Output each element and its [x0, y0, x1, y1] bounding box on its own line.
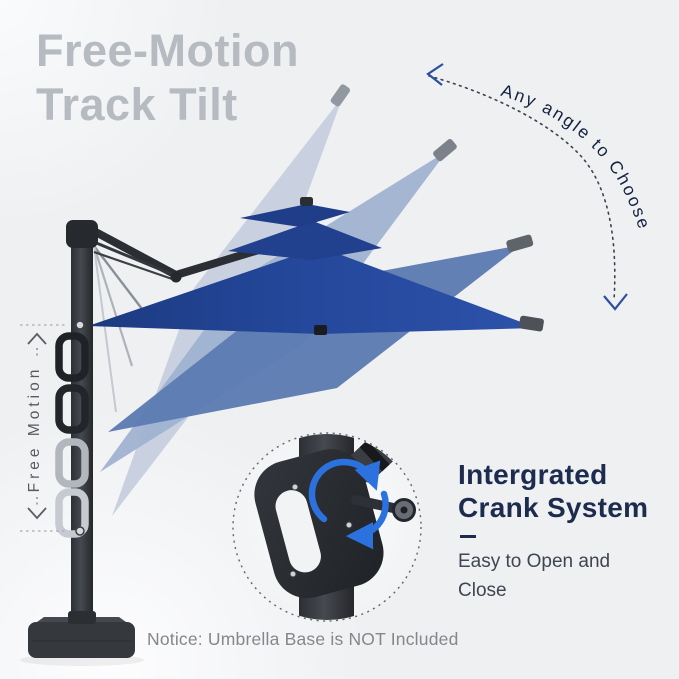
crank-heading-line1: Intergrated: [458, 459, 608, 490]
free-motion-label: Free Motion: [26, 366, 43, 493]
crank-feature-block: Intergrated Crank System Easy to Open an…: [458, 458, 668, 605]
arc-label-text: Any angle to Choose: [499, 80, 655, 233]
crank-bracket: [254, 449, 384, 599]
rotation-arrows: [308, 458, 389, 550]
base-pole-socket: [68, 611, 96, 624]
canopy-center-tab: [314, 325, 327, 335]
canopy-tier-1: [240, 204, 350, 227]
crank-heading-line2: Crank System: [458, 492, 649, 523]
free-motion-arrow: [20, 324, 68, 532]
pole-top-cap: [66, 220, 98, 248]
arc-chevron-start-icon: [426, 63, 444, 86]
ghost-strut-2: [92, 245, 134, 367]
chevron-up-icon: [27, 332, 47, 345]
crank-rivet-4: [289, 570, 297, 578]
ghost-canopy-cap-low: [506, 234, 534, 252]
crank-housing-band: [359, 440, 390, 472]
umbrella-base: [28, 622, 135, 658]
arm-strut-upper: [93, 240, 177, 278]
canopy-tier-2: [228, 221, 382, 260]
arm-elbow-joint: [170, 271, 182, 283]
crank-knob-center: [400, 506, 408, 514]
crank-inset-circle: [232, 432, 422, 622]
inset-dashed-border: [232, 432, 422, 622]
ghost-strut-3: [93, 245, 117, 413]
pole-pivot-top: [75, 320, 85, 330]
page-title: Free-Motion Track Tilt: [36, 24, 299, 132]
crank-rivet-3: [291, 483, 299, 491]
crank-feature-description: Easy to Open and Close: [458, 551, 611, 601]
crank-bracket-slot: [275, 490, 321, 573]
main-canopy-cap: [519, 315, 544, 332]
crank-handle: [351, 495, 403, 514]
divider: [460, 535, 476, 538]
page-title-line2: Track Tilt: [36, 79, 238, 130]
crank-feature-heading: Intergrated Crank System: [458, 458, 668, 524]
pole-handle-2: [55, 384, 89, 434]
arm-strut-lower: [93, 250, 179, 283]
ghost-canopy-cap-steep: [330, 84, 351, 107]
notice-text: Notice: Umbrella Base is NOT Included: [147, 629, 459, 649]
main-canopy: [88, 247, 537, 334]
page-title-line1: Free-Motion: [36, 25, 299, 76]
ghost-canopy-cap-mid: [433, 139, 457, 162]
crank-rivet-2: [345, 521, 353, 529]
pole-handle-4-ghost: [55, 488, 89, 538]
arc-chevron-end-icon: [603, 293, 628, 311]
chevron-down-icon: [27, 507, 47, 520]
pole-handle-3-ghost: [55, 438, 89, 488]
canopy-finial: [300, 197, 313, 206]
pole-pivot-bottom: [75, 526, 85, 536]
pole-handle-1: [55, 332, 89, 382]
